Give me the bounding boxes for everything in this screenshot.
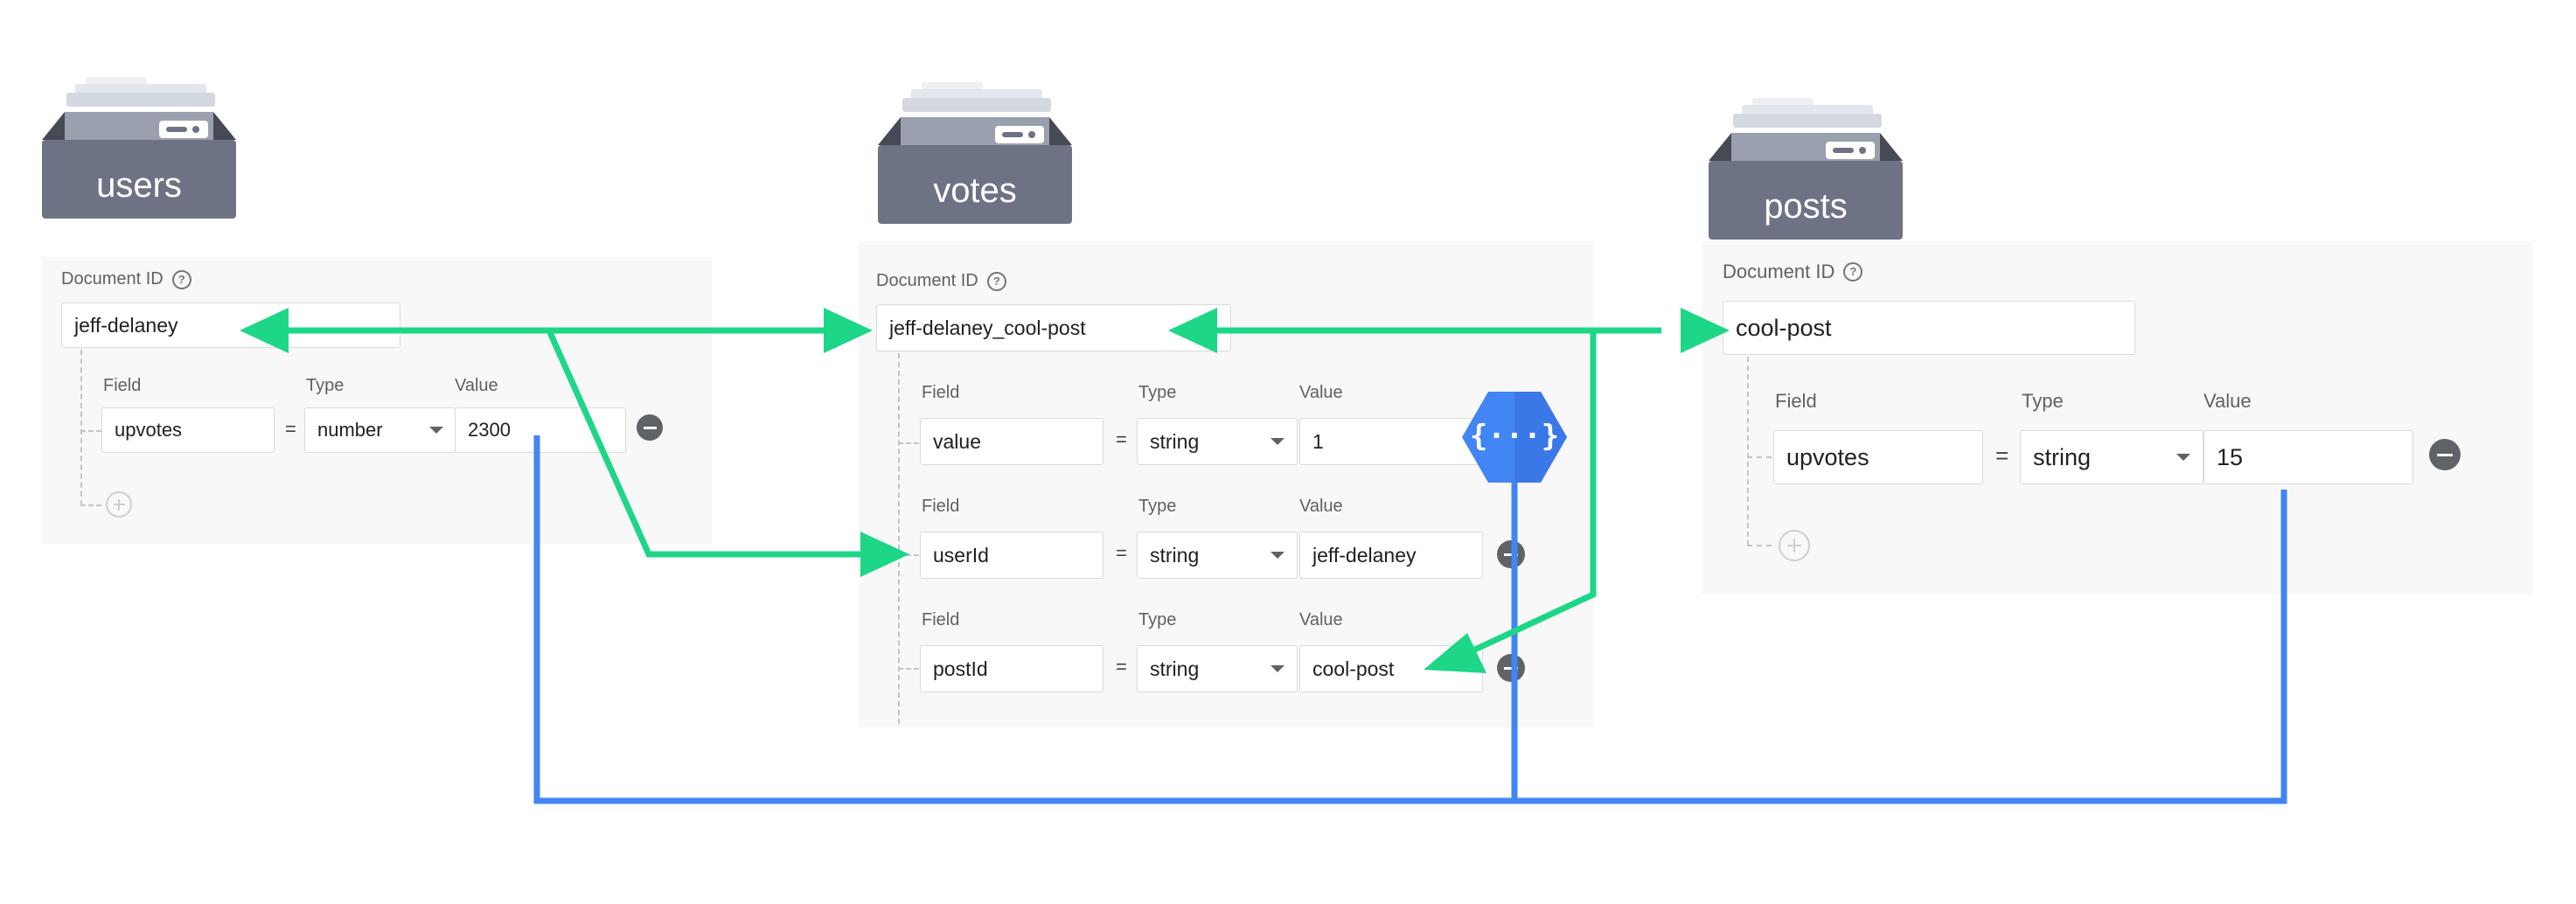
posts-collection-icon: posts bbox=[1709, 91, 1903, 240]
posts-field-column-label: Field bbox=[1775, 390, 1817, 412]
users-field-name-input[interactable]: upvotes bbox=[101, 407, 275, 453]
votes-field-value-input[interactable]: cool-post bbox=[1299, 645, 1483, 692]
equals-sign: = bbox=[285, 418, 296, 440]
field-type-text: string bbox=[1150, 543, 1200, 567]
equals-sign: = bbox=[1116, 656, 1127, 678]
votes-value-column-label: Value bbox=[1299, 610, 1343, 629]
remove-field-icon[interactable] bbox=[2429, 439, 2461, 470]
field-value-text: 2300 bbox=[468, 419, 511, 441]
posts-field-name-input[interactable]: upvotes bbox=[1773, 430, 1983, 484]
users-value-column-label: Value bbox=[455, 376, 498, 395]
field-value-text: 1 bbox=[1312, 429, 1324, 453]
field-value-text: 15 bbox=[2217, 443, 2244, 470]
chevron-down-icon bbox=[2176, 454, 2190, 461]
votes-field-name-input[interactable]: userId bbox=[920, 532, 1104, 579]
votes-field-type-select[interactable]: string bbox=[1137, 418, 1298, 465]
document-id-label-text: Document ID bbox=[876, 271, 978, 290]
users-document-id-label: Document ID ? bbox=[61, 269, 191, 289]
votes-value-column-label: Value bbox=[1299, 383, 1343, 402]
field-type-text: string bbox=[2033, 443, 2092, 470]
votes-field-value-input[interactable]: jeff-delaney bbox=[1299, 532, 1483, 579]
votes-tree-branch bbox=[898, 668, 919, 670]
remove-field-icon[interactable] bbox=[1497, 654, 1525, 682]
remove-field-icon[interactable] bbox=[1497, 540, 1525, 568]
field-type-text: string bbox=[1150, 429, 1200, 453]
archive-box-icon bbox=[1709, 98, 1903, 240]
votes-field-column-label: Field bbox=[922, 610, 960, 629]
votes-type-column-label: Type bbox=[1138, 383, 1177, 402]
collection-name: posts bbox=[1764, 187, 1848, 226]
users-document-id-value: jeff-delaney bbox=[74, 313, 178, 337]
votes-tree-branch bbox=[898, 442, 919, 444]
users-type-column-label: Type bbox=[306, 376, 345, 395]
field-type-text: number bbox=[317, 419, 383, 441]
posts-type-column-label: Type bbox=[2022, 390, 2064, 412]
users-document-id-field[interactable]: jeff-delaney bbox=[61, 302, 400, 348]
users-field-type-select[interactable]: number bbox=[304, 407, 456, 453]
help-icon[interactable]: ? bbox=[171, 269, 191, 289]
users-tree-branch bbox=[80, 430, 101, 432]
field-name-text: userId bbox=[933, 543, 989, 567]
chevron-down-icon bbox=[429, 427, 443, 434]
votes-document-id-label: Document ID ? bbox=[876, 271, 1006, 291]
votes-field-name-input[interactable]: postId bbox=[920, 645, 1104, 692]
votes-field-value-input[interactable]: 1 bbox=[1299, 418, 1483, 465]
posts-document-panel bbox=[1702, 241, 2532, 595]
archive-box-icon bbox=[878, 82, 1072, 224]
remove-field-icon[interactable] bbox=[637, 414, 663, 441]
users-field-value-input[interactable]: 2300 bbox=[455, 407, 626, 453]
add-field-icon[interactable] bbox=[106, 491, 132, 518]
archive-box-icon bbox=[42, 77, 236, 219]
posts-field-value-input[interactable]: 15 bbox=[2204, 430, 2413, 484]
users-tree-branch bbox=[80, 504, 101, 506]
add-field-icon[interactable] bbox=[1779, 530, 1810, 561]
posts-value-column-label: Value bbox=[2204, 390, 2252, 412]
equals-sign: = bbox=[1116, 428, 1127, 450]
votes-collection-icon: votes bbox=[878, 75, 1072, 224]
help-icon[interactable]: ? bbox=[1843, 262, 1863, 282]
field-value-text: jeff-delaney bbox=[1312, 543, 1417, 567]
votes-type-column-label: Type bbox=[1138, 610, 1177, 629]
users-field-column-label: Field bbox=[103, 376, 142, 395]
votes-document-id-value: jeff-delaney_cool-post bbox=[889, 316, 1086, 339]
posts-document-id-label: Document ID ? bbox=[1723, 261, 1863, 283]
document-id-label-text: Document ID bbox=[61, 269, 164, 289]
equals-sign: = bbox=[1995, 442, 2009, 469]
votes-field-type-select[interactable]: string bbox=[1137, 645, 1298, 692]
votes-value-column-label: Value bbox=[1299, 497, 1343, 516]
votes-document-id-field[interactable]: jeff-delaney_cool-post bbox=[876, 304, 1231, 351]
posts-tree-branch bbox=[1747, 456, 1772, 458]
chevron-down-icon bbox=[1271, 552, 1285, 559]
field-type-text: string bbox=[1150, 657, 1200, 680]
field-name-text: upvotes bbox=[1786, 443, 1869, 470]
field-value-text: cool-post bbox=[1312, 657, 1395, 680]
chevron-down-icon bbox=[1271, 665, 1285, 672]
votes-field-column-label: Field bbox=[922, 383, 960, 402]
posts-document-id-field[interactable]: cool-post bbox=[1723, 301, 2135, 355]
votes-tree-branch bbox=[898, 554, 919, 556]
help-icon[interactable]: ? bbox=[986, 271, 1006, 291]
collection-name: users bbox=[96, 166, 182, 205]
field-name-text: value bbox=[933, 429, 981, 453]
field-name-text: postId bbox=[933, 657, 988, 680]
equals-sign: = bbox=[1116, 542, 1127, 564]
field-name-text: upvotes bbox=[115, 419, 183, 441]
posts-document-id-value: cool-post bbox=[1736, 314, 1832, 341]
votes-field-type-select[interactable]: string bbox=[1137, 532, 1298, 579]
votes-field-column-label: Field bbox=[922, 497, 960, 516]
posts-field-type-select[interactable]: string bbox=[2020, 430, 2204, 484]
users-tree-line bbox=[80, 350, 82, 505]
votes-type-column-label: Type bbox=[1138, 497, 1177, 516]
document-id-label-text: Document ID bbox=[1723, 261, 1835, 282]
collection-name: votes bbox=[933, 171, 1017, 210]
votes-field-name-input[interactable]: value bbox=[920, 418, 1104, 465]
users-collection-icon: users bbox=[42, 70, 236, 219]
posts-tree-line bbox=[1747, 357, 1749, 546]
posts-tree-branch bbox=[1747, 545, 1772, 546]
chevron-down-icon bbox=[1271, 438, 1285, 445]
users-document-panel bbox=[42, 257, 712, 544]
